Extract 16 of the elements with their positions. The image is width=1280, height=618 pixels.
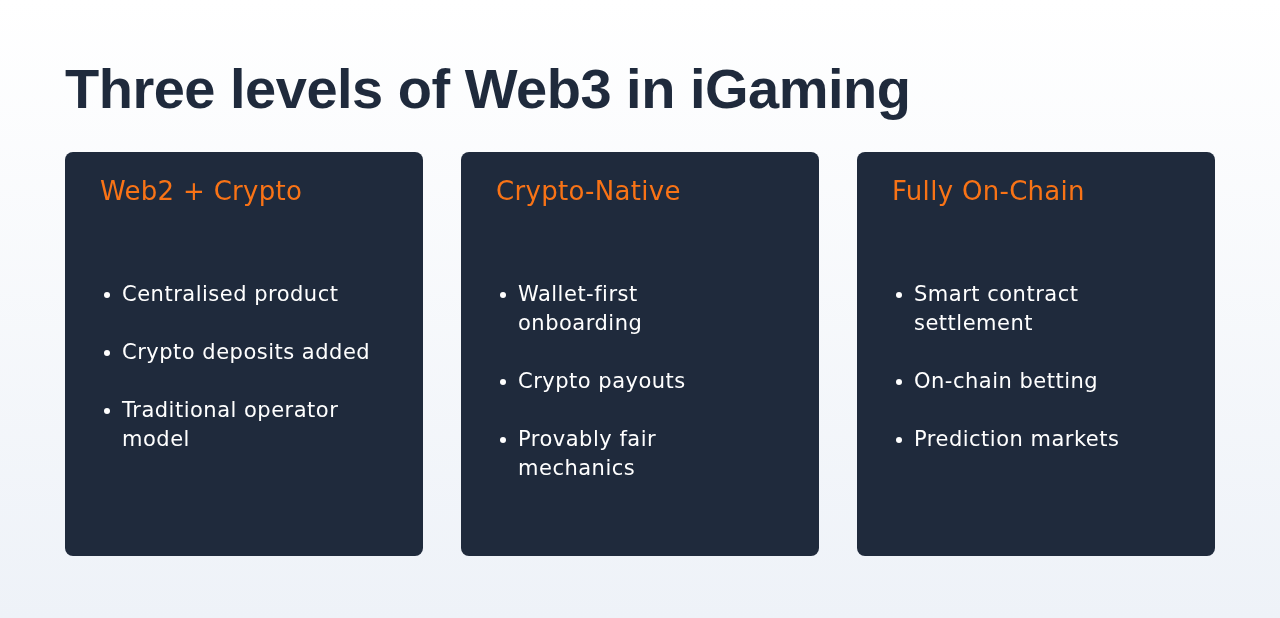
bullet-text: Smart contract settlement: [914, 281, 1080, 337]
bullet-text: Prediction markets: [914, 426, 1120, 453]
card-heading: Web2 + Crypto: [100, 176, 303, 206]
bullet-text: Provably fair mechanics: [518, 426, 658, 482]
bullet-text: Centralised product: [122, 281, 339, 308]
bullet-text: Crypto payouts: [518, 368, 686, 395]
bullet-text: On-chain betting: [914, 368, 1099, 395]
bullet-text: Wallet-first onboarding: [518, 281, 644, 337]
card-heading: Crypto-Native: [496, 176, 681, 206]
bullet-text: Traditional operator model: [122, 397, 340, 453]
bullet-text: Crypto deposits added: [122, 339, 371, 366]
level-card: [65, 152, 423, 556]
level-card: [857, 152, 1215, 556]
card-heading: Fully On-Chain: [892, 176, 1085, 206]
title: Three levels of Web3 in iGaming: [65, 56, 911, 121]
level-card: [461, 152, 819, 556]
